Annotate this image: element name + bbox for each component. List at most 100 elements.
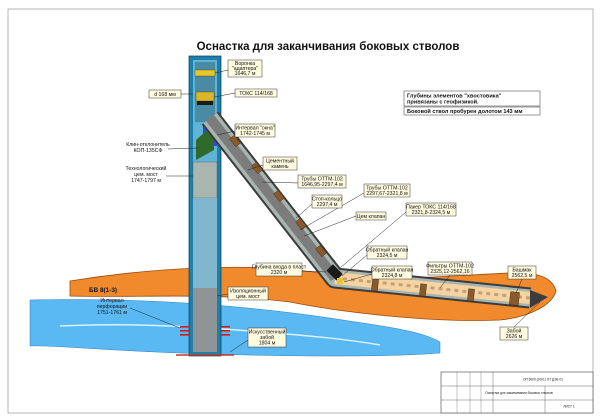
pipe-couplings <box>229 134 520 306</box>
cem-valve-label: Цем клапан <box>357 214 386 220</box>
leader-shoe <box>515 278 523 294</box>
leader-packer <box>339 211 407 269</box>
leader-cement-stone <box>247 164 264 171</box>
callout-pipe-1 <box>297 174 347 189</box>
filters-label-1: Фильтры ОТТМ-102 <box>426 264 474 270</box>
artificial-bottom-label-2: забой <box>260 334 274 341</box>
title-block-sheet: ЛИСТ 1 <box>563 405 574 409</box>
note-box-geophysics <box>403 90 541 107</box>
cement-stone-label-1: Цементный <box>266 158 294 165</box>
lateral-bottom <box>530 290 548 308</box>
leader-stop-ring <box>295 203 313 219</box>
bottom-label-1: Забой <box>507 328 522 335</box>
pipe-2-label-1: Трубы ОТТМ-102 <box>366 186 408 192</box>
callout-cement-stone <box>262 156 298 171</box>
leader-perforation <box>129 307 181 329</box>
page-title: Оснастка для заканчивания боковых стволо… <box>197 41 460 53</box>
title-block-name: Оснастка для заканчивания боковых стволо… <box>485 391 553 395</box>
callout-check-valve-2 <box>371 265 413 280</box>
check-valve-2-label-2: 2324,8 м <box>382 273 403 279</box>
leader-toks <box>213 92 236 98</box>
packer-label-1: Пакер ТОКС 114/168 <box>406 205 456 211</box>
formation-label: БВ 8(1-3) <box>89 287 117 294</box>
funnel-label-3: 1646,7 м <box>235 71 256 77</box>
funnel-label-1: Воронка <box>235 61 255 67</box>
toks-packer-top <box>195 91 215 102</box>
wedge-label-1: Клин-отклонитель <box>126 142 170 148</box>
perforation-label-2: перфорации <box>97 304 127 310</box>
callout-depth-entry <box>255 262 303 277</box>
isolation-cement-bridge-fill <box>193 288 217 352</box>
window-label-2: 1742-1745 м <box>240 131 270 137</box>
tech-bridge-label-3: 1747-1797 м <box>131 178 161 184</box>
funnel-label-2: "адаптера" <box>232 66 258 72</box>
toks-seal <box>197 101 213 105</box>
window-label-1: Интервал "окна" <box>235 126 274 132</box>
cement-stone-label-2: камень <box>271 164 289 170</box>
perforation-label-3: 1751-1761 м <box>97 310 127 316</box>
title-block <box>440 371 594 414</box>
check-valve-1-label-2: 2324,5 м <box>377 253 398 259</box>
leader-funnel <box>214 69 229 74</box>
callout-check-valve-1 <box>366 245 408 260</box>
pipe-1-label-1: Трубы ОТТМ-102 <box>301 177 343 183</box>
check-valve-element <box>337 278 343 284</box>
callout-stop-ring <box>311 194 343 209</box>
note-bit: Боковой ствол пробурен долотом 143 мм <box>407 108 523 115</box>
leader-check-valve-2 <box>343 273 373 283</box>
artificial-bottom-label-1: Искусственный <box>249 329 286 336</box>
note-geophysics-2: привязаны с геофизикой. <box>407 99 479 106</box>
check-valve-2-label-1: Обратный клапан <box>371 267 414 274</box>
shoe-label-2: 2562,5 м <box>512 273 533 279</box>
perforation-marks <box>180 326 230 336</box>
isolation-bridge-label-2: цем. мост <box>236 294 260 300</box>
callout-packer <box>405 202 457 217</box>
sheet-border <box>7 8 594 414</box>
shoe-label-1: Башмак <box>512 268 532 274</box>
callout-artificial-bottom <box>247 327 287 348</box>
pipe-2-label-2: 2297,67-2321,8 м <box>366 191 408 197</box>
wedge-label-2: КОП-135СФ <box>134 148 163 154</box>
leader-window <box>216 130 236 136</box>
filters-label-2: 2325,12-2562,16 <box>430 269 469 275</box>
leader-pipe-2 <box>299 192 365 231</box>
leader-wedge <box>167 147 199 150</box>
artificial-bottom-label-3: 1804 м <box>259 341 276 347</box>
stop-ring-label-2: 2297,4 м <box>317 202 338 208</box>
depth-entry-label-1: Глубина входа в пласт <box>252 265 307 271</box>
leader-artificial-bottom <box>229 339 249 353</box>
callout-window <box>234 123 276 138</box>
toks-label: ТОКС 114/168 <box>239 91 273 97</box>
pipe-1-label-2: 1646,95-2297,4 м <box>301 182 343 188</box>
leader-check-valve-1 <box>341 254 368 277</box>
leader-pipe-1 <box>261 181 299 184</box>
note-box-bit <box>403 106 541 116</box>
leader-depth-entry <box>301 270 327 273</box>
check-valve-1-label-1: Обратный клапан <box>366 247 409 254</box>
leader-isolation-bridge <box>216 293 229 297</box>
leader-bottom <box>513 301 541 328</box>
callout-funnel <box>227 59 263 78</box>
leader-filters <box>439 274 451 289</box>
technological-cement-bridge <box>192 161 218 199</box>
funnel-adapter <box>194 69 216 77</box>
perforation-label-1: Интервал <box>100 298 123 304</box>
title-block-code: ОП 5000 (2001) ОТ ДЭБ 01 <box>523 378 563 382</box>
lateral-pipe <box>206 114 339 282</box>
note-geophysics-1: Глубины элементов "хвостовика" <box>407 93 502 100</box>
callout-pipe-2 <box>363 183 411 198</box>
isolation-bridge-label-1: Изоляционный <box>230 288 266 295</box>
packer-element <box>326 264 343 281</box>
depth-entry-label-2: 2320 м <box>271 270 288 276</box>
leader-cem-valve <box>303 215 357 237</box>
stop-ring-label-1: Стоп-кольцо <box>312 197 342 203</box>
tech-bridge-label-2: цем. мост <box>134 172 158 178</box>
tech-bridge-label-1: Технологический <box>126 165 167 172</box>
bottom-label-2: 2626 м <box>506 334 523 340</box>
filter-slots <box>334 276 531 300</box>
lower-casing-bore <box>193 198 217 288</box>
callout-isolation-bridge <box>227 286 269 301</box>
packer-label-2: 2321,8-2324,5 м <box>412 210 451 216</box>
